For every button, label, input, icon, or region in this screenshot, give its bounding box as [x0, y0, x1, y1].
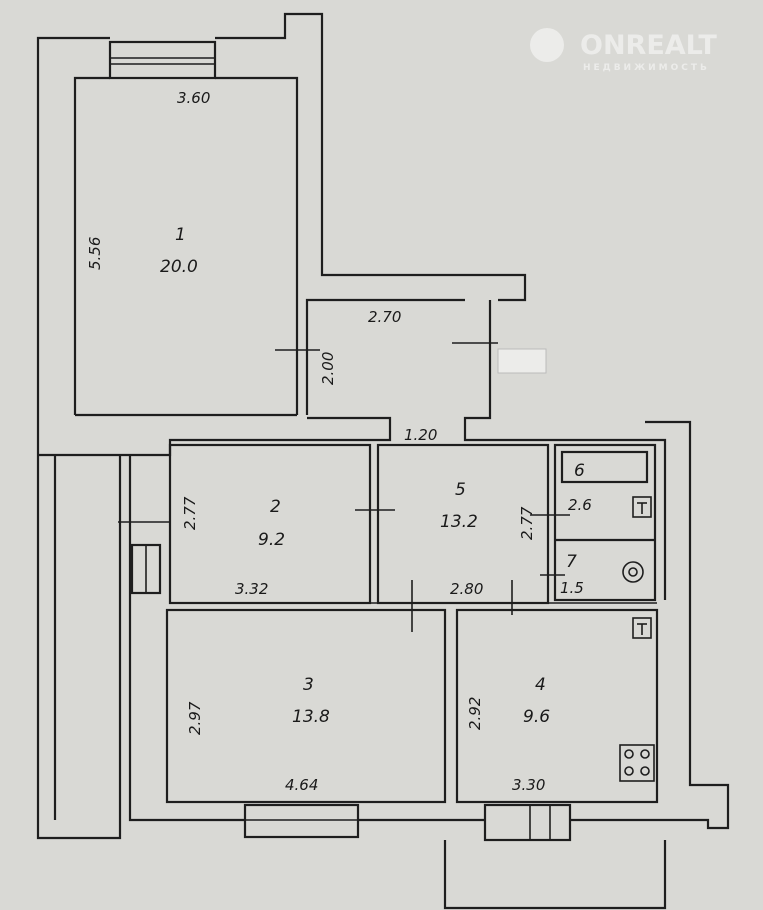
- room-3-area: 13.8: [292, 707, 330, 727]
- boiler-icon: [622, 561, 644, 583]
- stove-icon: [619, 744, 655, 782]
- room-5-area: 13.2: [440, 512, 478, 532]
- room-6-number: 6: [574, 461, 585, 481]
- hall-width: 2.70: [368, 308, 401, 326]
- room-2-area: 9.2: [258, 530, 285, 550]
- room-1-length: 5.56: [86, 237, 104, 270]
- toilet-icon: [632, 496, 652, 518]
- hall-length: 2.00: [319, 352, 337, 385]
- watermark-subtitle: НЕДВИЖИМОСТЬ: [583, 63, 710, 73]
- house-pin-icon: [530, 28, 564, 62]
- room-1-area: 20.0: [160, 257, 198, 277]
- room-1-width: 3.60: [177, 89, 210, 107]
- water-heater-icon: [632, 617, 652, 639]
- room-2-number: 2: [270, 497, 281, 517]
- watermark-logo: ONREALT НЕДВИЖИМОСТЬ: [530, 28, 717, 73]
- room-6-area: 2.6: [568, 496, 592, 514]
- watermark-brand: ONREALT: [580, 30, 717, 61]
- room-4-length: 2.92: [466, 697, 484, 730]
- walls: [36, 12, 730, 910]
- room-4-width: 3.30: [512, 776, 545, 794]
- room-3-width: 4.64: [285, 776, 318, 794]
- hall-door-width: 1.20: [404, 426, 437, 444]
- room-4-area: 9.6: [523, 707, 550, 727]
- room-3-number: 3: [303, 675, 314, 695]
- room-7-number: 7: [566, 552, 577, 572]
- room-2-length: 2.77: [181, 496, 199, 530]
- room-5-number: 5: [455, 480, 466, 500]
- room-2-width: 3.32: [235, 580, 268, 598]
- room-1-number: 1: [175, 225, 186, 245]
- room-5-width: 2.80: [450, 580, 483, 598]
- room-7-area: 1.5: [560, 579, 584, 597]
- room-5-length: 2.77: [518, 506, 536, 540]
- room-4-number: 4: [535, 675, 546, 695]
- room-3-length: 2.97: [186, 701, 204, 735]
